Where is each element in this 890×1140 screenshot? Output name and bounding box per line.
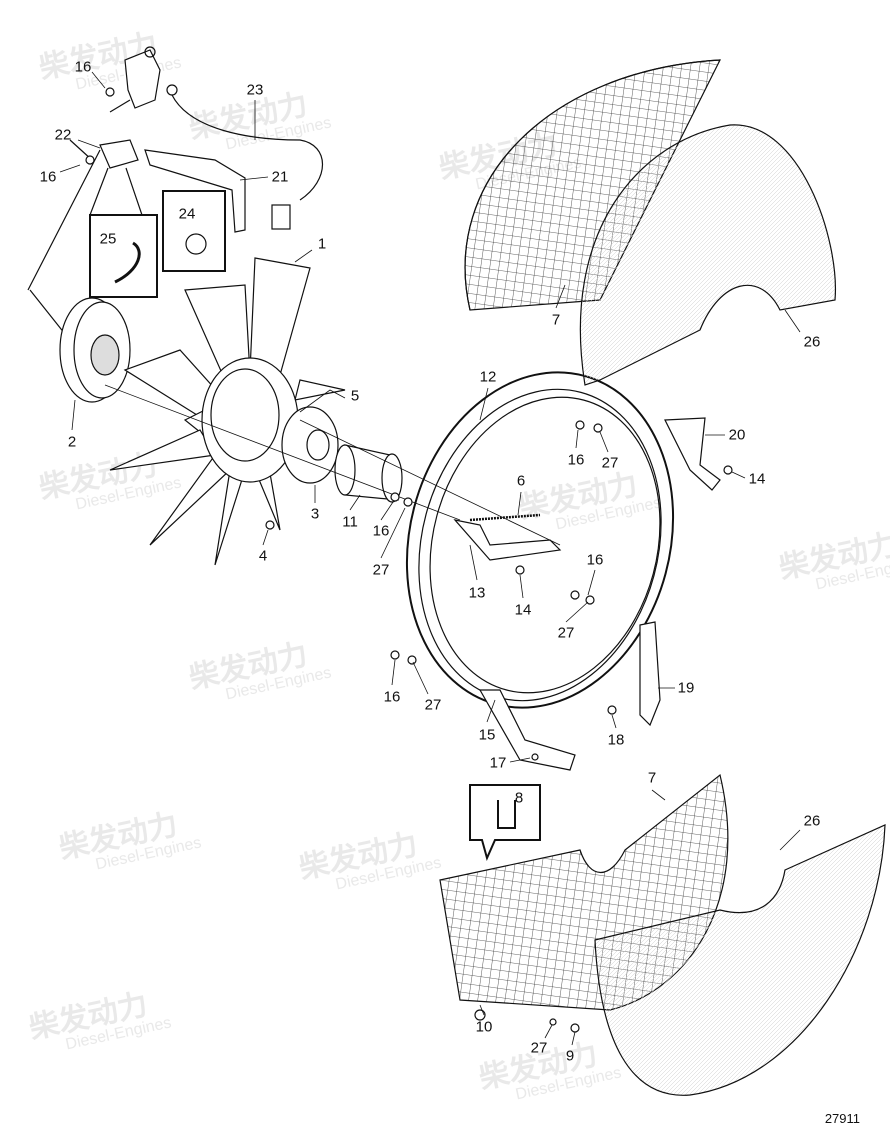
callout-5: 5 [350,387,360,405]
cover-upper [579,124,837,386]
reference-number: 27911 [824,1111,860,1126]
callout-27: 27 [530,1039,548,1057]
callout-15: 15 [478,726,496,744]
callout-27: 27 [424,696,442,714]
callout-6: 6 [516,472,526,490]
callout-11: 11 [342,513,358,531]
callout-17: 17 [489,754,507,772]
detail-box-25 [89,214,158,298]
callout-18: 18 [607,731,625,749]
callout-27: 27 [372,561,390,579]
callout-8: 8 [514,789,524,807]
callout-27: 27 [601,454,619,472]
fan [109,257,346,566]
callout-1: 1 [317,235,327,253]
callout-16: 16 [39,168,57,186]
callout-25: 25 [99,230,117,248]
bracket-20 [664,417,721,491]
bracket-19 [639,621,661,727]
callout-27: 27 [557,624,575,642]
detail-box-24 [162,190,226,272]
cover-lower [594,824,886,1096]
flange [281,406,403,503]
callout-20: 20 [728,426,746,444]
callout-26: 26 [803,333,821,351]
callout-2: 2 [67,433,77,451]
callout-19: 19 [677,679,695,697]
callout-16: 16 [74,58,92,76]
callout-13: 13 [468,584,486,602]
bracket-13 [453,519,562,561]
callout-24: 24 [178,205,196,223]
detail-box-8 [469,784,541,861]
callout-14: 14 [514,601,532,619]
callout-22: 22 [54,126,72,144]
callout-14: 14 [748,470,766,488]
callout-10: 10 [475,1018,493,1036]
callout-16: 16 [372,522,390,540]
callout-23: 23 [246,81,264,99]
callout-16: 16 [586,551,604,569]
callout-16: 16 [567,451,585,469]
callout-26: 26 [803,812,821,830]
callout-9: 9 [565,1047,575,1065]
pulley [59,297,131,403]
callout-12: 12 [479,368,497,386]
callout-7: 7 [551,311,561,329]
callout-21: 21 [271,168,289,186]
callout-3: 3 [310,505,320,523]
callout-7: 7 [647,769,657,787]
callout-4: 4 [258,547,268,565]
callout-16: 16 [383,688,401,706]
